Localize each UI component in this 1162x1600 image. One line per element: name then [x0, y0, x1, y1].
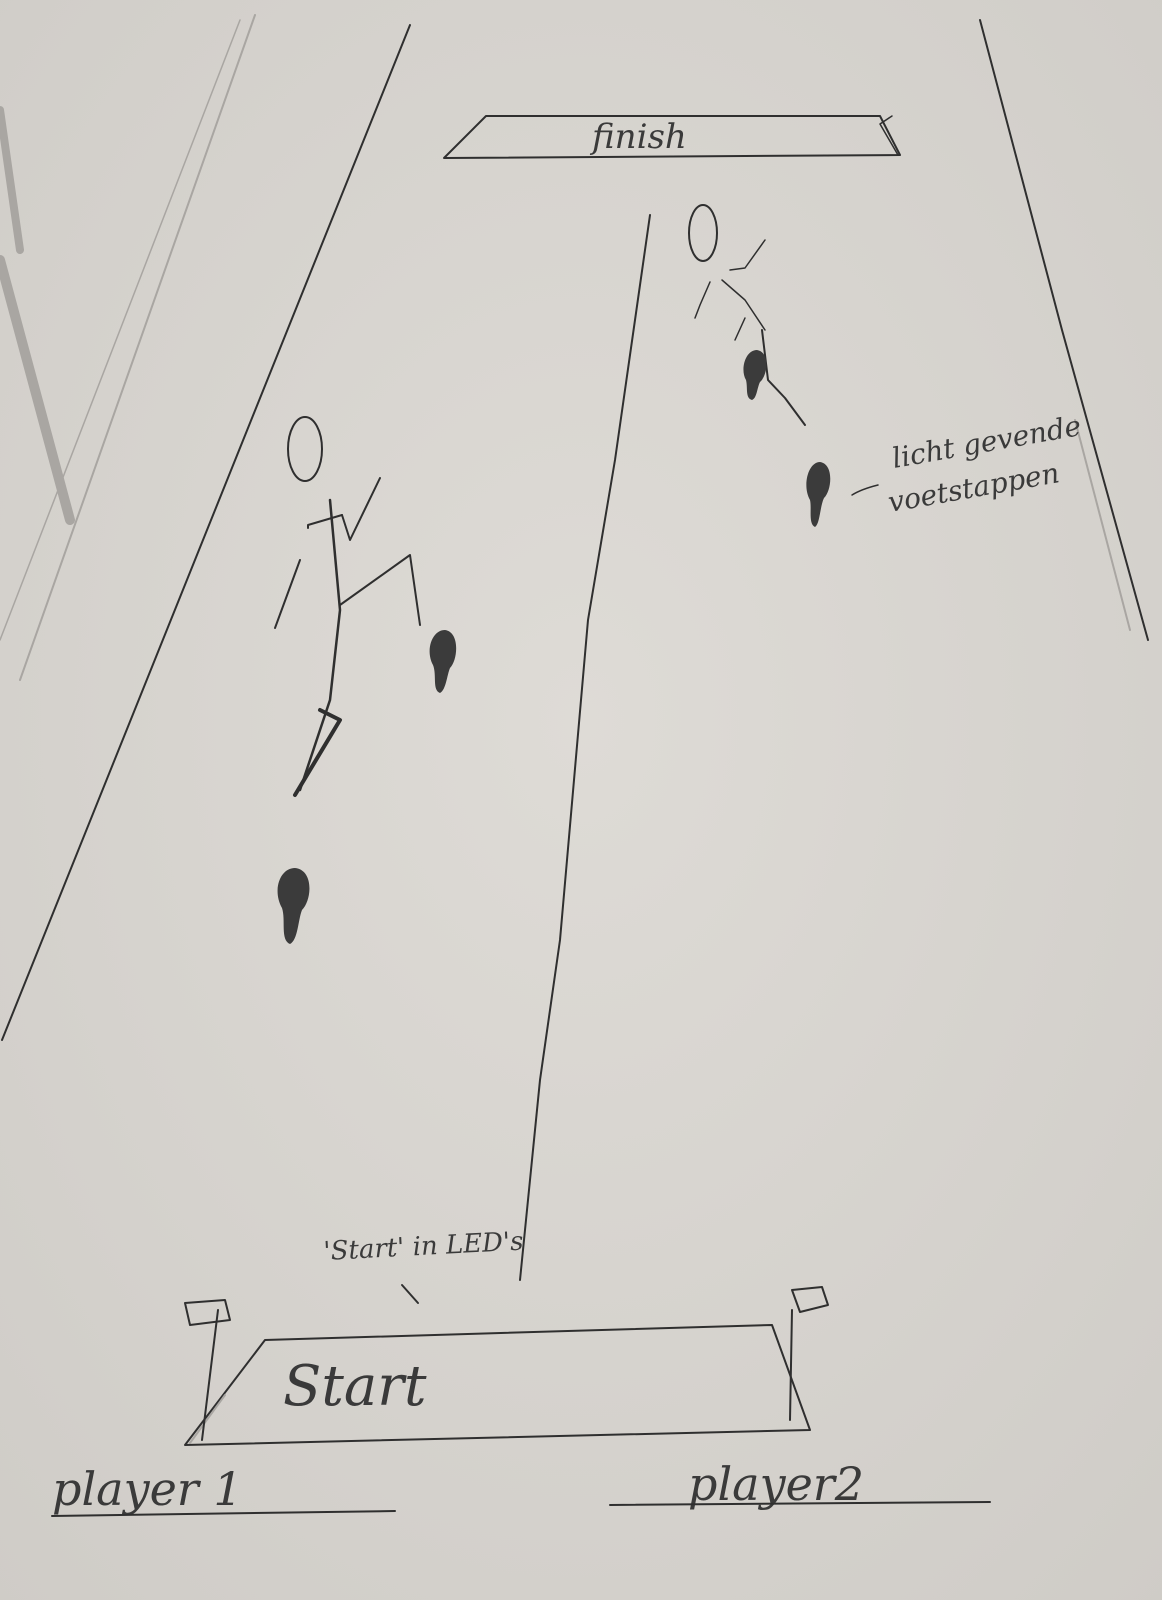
footprint-icon [429, 630, 457, 693]
track-outline [0, 14, 1149, 1281]
footprint-icon [743, 350, 767, 400]
player-2-label-group: player2 [609, 1457, 991, 1511]
player-1-label: player 1 [52, 1462, 243, 1516]
stick-figure-runner-1 [274, 416, 421, 797]
start-area: Start [184, 1286, 829, 1446]
player-2-label: player2 [688, 1457, 864, 1511]
finish-banner: finish [443, 115, 901, 159]
stick-figure-runner-2 [688, 204, 806, 426]
player-1-label-group: player 1 [51, 1462, 396, 1517]
start-label: Start [283, 1354, 427, 1419]
footprint-icon [277, 868, 310, 944]
footprint-icon [806, 462, 831, 527]
finish-label: finish [589, 117, 687, 157]
